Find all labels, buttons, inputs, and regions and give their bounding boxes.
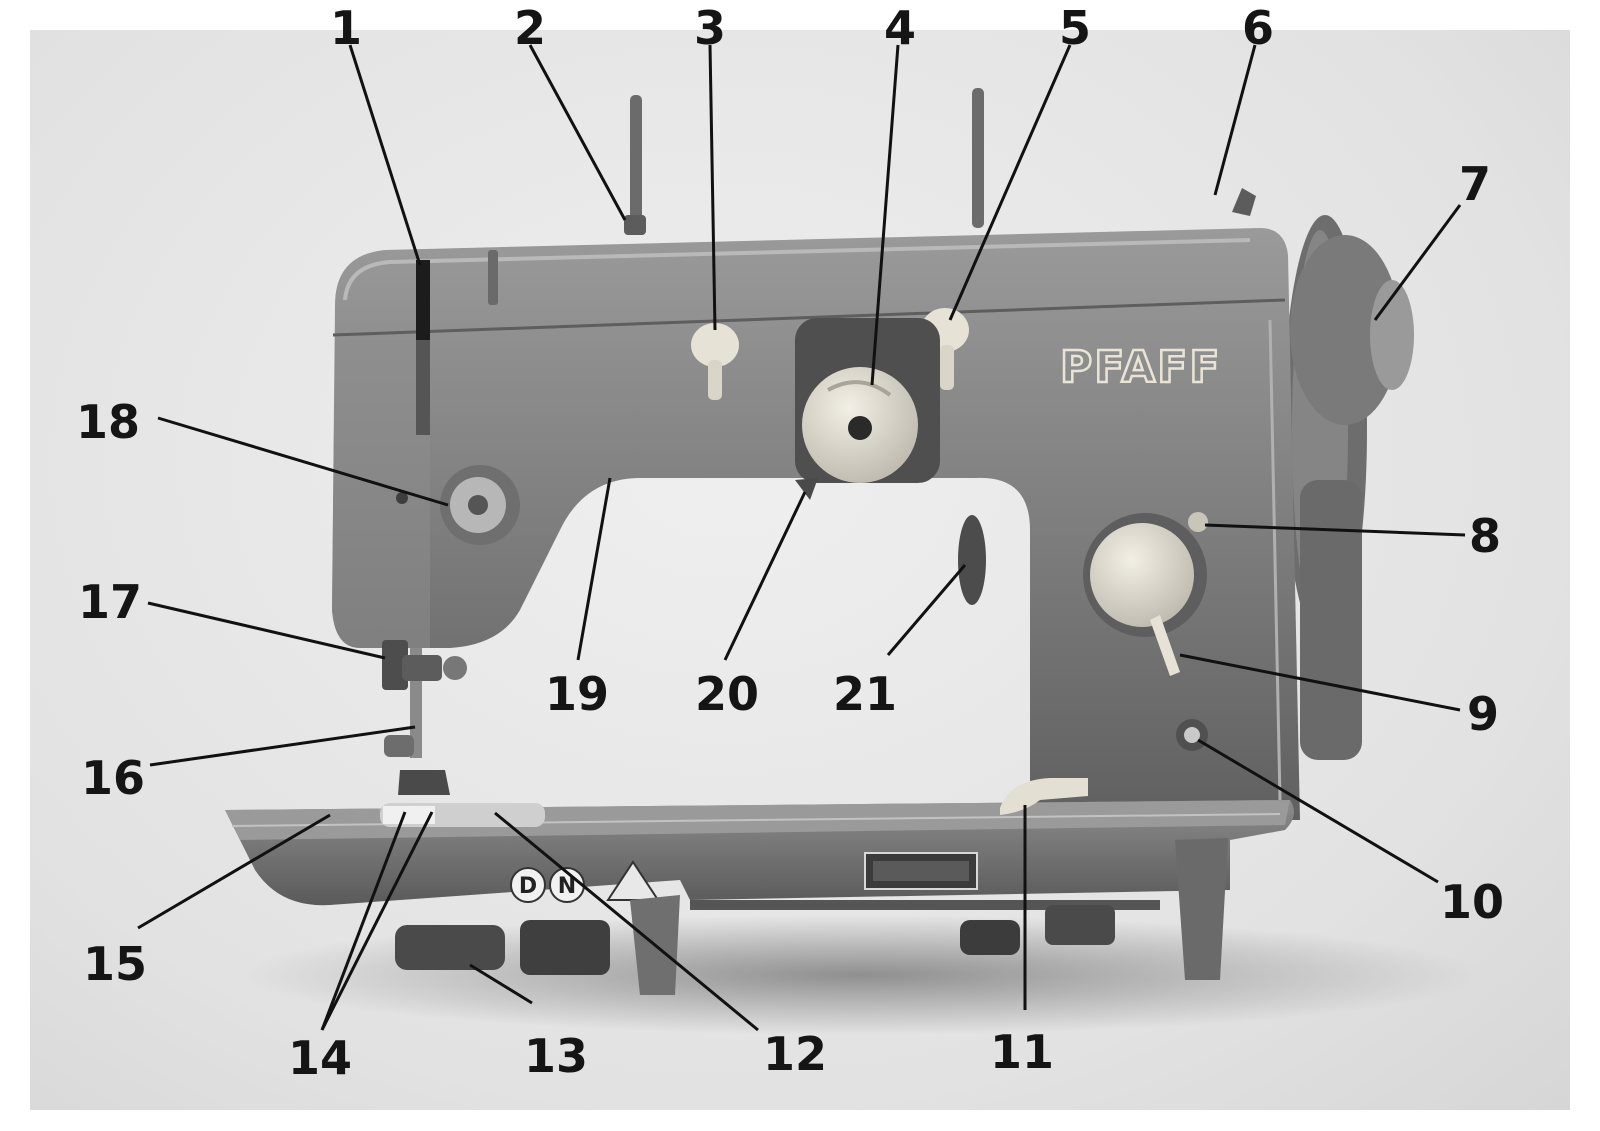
bobbin-winder-tension: [1232, 188, 1256, 216]
callout-13: 13: [524, 1029, 588, 1083]
badge-d-label: D: [519, 874, 537, 899]
motor-housing: [1300, 480, 1362, 760]
callout-6: 6: [1242, 1, 1274, 55]
leader-16: [149, 725, 416, 767]
callout-16: 16: [81, 751, 145, 805]
callout-18: 18: [76, 395, 140, 449]
underside-crank: [960, 920, 1020, 955]
feed-mechanism: [395, 925, 505, 970]
leader-20: [723, 491, 807, 661]
leader-8: [1204, 523, 1466, 537]
leader-9: [1179, 653, 1461, 712]
hand-wheel-hub: [1290, 235, 1400, 425]
presser-foot-screw-stem: [384, 735, 414, 757]
leader-4: [870, 44, 900, 386]
leader-7: [1373, 204, 1462, 321]
callout-20: 20: [695, 667, 759, 721]
hook-drive: [520, 920, 610, 975]
column-highlight: [1268, 319, 1282, 801]
head-front: [332, 340, 430, 648]
callout-12: 12: [763, 1027, 827, 1081]
thread-guide-arm: [795, 478, 818, 500]
leader-18: [157, 416, 449, 507]
callout-4: 4: [884, 1, 916, 55]
drive-rod: [690, 900, 1160, 910]
leader-12: [494, 811, 759, 1032]
leader-15: [137, 813, 331, 930]
callout-11: 11: [990, 1025, 1054, 1079]
serial-plate-inner: [873, 861, 969, 881]
leader-14b: [320, 811, 434, 1031]
callout-5: 5: [1059, 1, 1091, 55]
bed-leg-right: [1175, 838, 1228, 980]
tension-dial-center: [468, 495, 488, 515]
leader-14: [320, 811, 407, 1031]
thread-guide-bar: [488, 250, 498, 305]
leader-lines: [137, 44, 1466, 1032]
callout-14: 14: [288, 1031, 352, 1085]
badge-n-label: N: [558, 874, 576, 899]
callout-2: 2: [514, 1, 546, 55]
leader-1: [348, 44, 422, 266]
leader-19: [576, 477, 612, 661]
presser-foot-lifter: [1000, 778, 1088, 815]
callout-9: 9: [1467, 687, 1499, 741]
leader-13: [469, 963, 533, 1005]
stitch-regulator-lever-stem: [940, 345, 954, 390]
reverse-button-cap: [1184, 727, 1200, 743]
needle-clamp-screw: [443, 656, 467, 680]
callout-7: 7: [1459, 157, 1491, 211]
brand-logo: PFAFF: [1060, 342, 1221, 393]
leader-5: [948, 44, 1072, 321]
stitch-length-lever: [1150, 615, 1180, 676]
callout-8: 8: [1469, 509, 1501, 563]
callout-10: 10: [1440, 875, 1504, 929]
presser-bar-clamp: [382, 640, 408, 690]
callout-21: 21: [833, 667, 897, 721]
stop-motion-knob: [1370, 280, 1414, 390]
thread-guide-top: [624, 215, 646, 235]
underside-linkage: [1045, 905, 1115, 945]
tension-screw: [396, 492, 408, 504]
callout-19: 19: [545, 667, 609, 721]
leader-21: [886, 564, 967, 656]
needle-clamp: [402, 655, 442, 681]
arm-highlight: [343, 238, 1251, 301]
badge-d: [510, 867, 546, 903]
arm-seam: [332, 298, 1286, 337]
spool-pin-right: [972, 88, 984, 228]
stitch-length-dial: [1090, 523, 1194, 627]
leader-6: [1213, 44, 1257, 196]
presser-foot: [398, 770, 450, 795]
needle-position-lever: [691, 323, 739, 367]
callout-1: 1: [330, 1, 362, 55]
callout-15: 15: [83, 937, 147, 991]
leader-3: [708, 44, 717, 331]
stitch-length-lock: [1188, 512, 1208, 532]
callout-17: 17: [78, 575, 142, 629]
zigzag-dial-hole: [848, 416, 872, 440]
zigzag-dial-pointer: [827, 380, 892, 397]
leader-10: [1197, 738, 1439, 884]
callout-3: 3: [694, 1, 726, 55]
column-knob: [958, 515, 986, 605]
leader-2: [528, 44, 627, 221]
machine-arm: [332, 228, 1300, 820]
needle-position-lever-stem: [708, 360, 722, 400]
leader-17: [147, 601, 386, 660]
spool-pin-left: [630, 95, 642, 230]
callout-numbers: 1 2 3 4 5 6 7 8 9 10 11 12 13 14 15 16 1…: [76, 1, 1504, 1085]
slide-plate: [383, 806, 435, 824]
